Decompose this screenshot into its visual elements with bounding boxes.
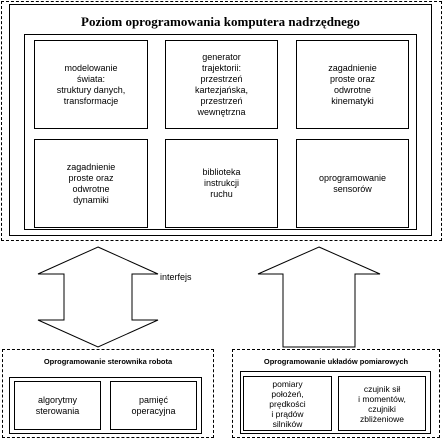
left-double-arrow-icon bbox=[37, 246, 159, 348]
robot-controller-group bbox=[9, 377, 202, 434]
robot-controller-title: Oprogramowanie sterownika robota bbox=[43, 357, 173, 366]
dynamics-box: zagadnienie proste oraz odwrotne dynamik… bbox=[34, 139, 148, 228]
measurement-systems-title: Oprogramowanie układów pomiarowych bbox=[263, 357, 409, 366]
sensor-software-box: oprogramowanie sensorów bbox=[296, 139, 409, 228]
motor-measurements-box: pomiary położeń, prędkości i prądów siln… bbox=[243, 376, 332, 431]
force-sensor-box: czujnik sił i momentów, czujniki zbliżen… bbox=[338, 376, 426, 431]
robot-controller-level bbox=[2, 349, 214, 438]
trajectory-generator-box: generator trajektorii: przestrzeń kartez… bbox=[165, 40, 278, 129]
operational-memory-box: pamięć operacyjna bbox=[110, 381, 197, 430]
kinematics-box: zagadnienie proste oraz odwrotne kinemat… bbox=[296, 40, 409, 129]
host-software-level bbox=[1, 1, 442, 241]
right-up-arrow-icon bbox=[257, 246, 381, 348]
host-module-group bbox=[24, 34, 417, 230]
measurement-systems-group bbox=[240, 371, 431, 434]
control-algorithms-box: algorytmy sterowania bbox=[14, 381, 101, 430]
motion-library-box: biblioteka instrukcji ruchu bbox=[165, 139, 278, 228]
world-modeling-box: modelowanie świata: struktury danych, tr… bbox=[34, 40, 148, 129]
interface-label: interfejs bbox=[160, 272, 192, 282]
host-software-title: Poziom oprogramowania komputera nadrzędn… bbox=[81, 14, 360, 29]
measurement-systems-level bbox=[232, 349, 440, 438]
